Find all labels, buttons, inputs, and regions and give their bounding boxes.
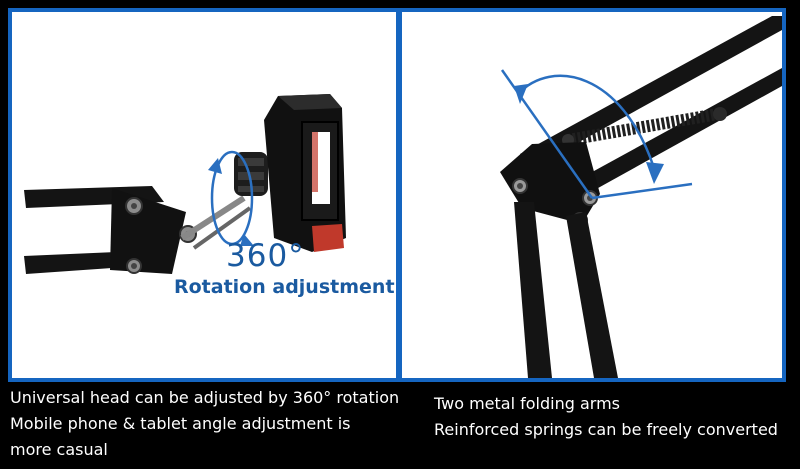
rotation-adjustment-label: Rotation adjustment xyxy=(174,276,395,298)
caption-left-line-1: Universal head can be adjusted by 360° r… xyxy=(10,388,400,407)
angle-arrow-icon xyxy=(500,69,693,200)
folding-arm xyxy=(24,186,252,274)
phone-clamp-head xyxy=(264,94,346,252)
caption-left-line-3: more casual xyxy=(10,440,108,459)
photo-panel-rotating-head: 360° Rotation adjustment xyxy=(8,8,400,382)
caption-right-line-2: Reinforced springs can be freely convert… xyxy=(434,420,778,439)
reinforced-spring xyxy=(562,107,727,146)
caption-right-line-1: Two metal folding arms xyxy=(434,394,620,413)
folding-arms-illustration xyxy=(500,16,782,378)
lower-arms xyxy=(514,202,618,378)
photo-panel-folding-arms xyxy=(398,8,786,382)
rotating-head-illustration xyxy=(24,94,346,274)
caption-left-line-2: Mobile phone & tablet angle adjustment i… xyxy=(10,414,351,433)
caption-right: Two metal folding arms Reinforced spring… xyxy=(434,391,794,443)
upper-arms xyxy=(520,16,782,208)
caption-left: Universal head can be adjusted by 360° r… xyxy=(10,385,410,463)
rotation-degree-label: 360° xyxy=(226,238,305,274)
rotation-arrow-icon xyxy=(208,150,254,246)
